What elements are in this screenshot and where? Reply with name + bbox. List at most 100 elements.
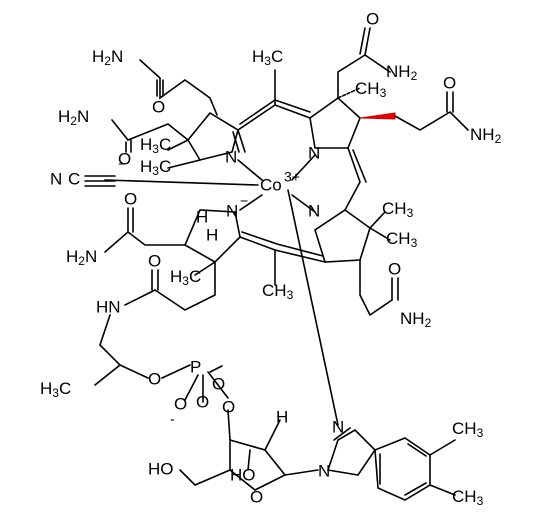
label-me-c12b: CH3 [386,229,418,250]
label-n-ring-a: N [225,147,237,166]
label-o-3: O [366,9,379,28]
bond-ribose-n [284,469,319,476]
bond-ring-d-chain [127,231,186,246]
label-propanol-o: O [148,369,161,388]
bond-ring-c-me [369,211,391,241]
bond-bz-ring5 [326,428,377,476]
bond-chain-b-co [125,139,132,153]
label-n-ring-c: N [308,201,320,220]
bond-co-cn [104,179,259,186]
bond-chain-right [394,110,469,131]
bond-chain-a [139,59,218,116]
label-amide-3: NH2 [386,62,418,83]
bond-ring-d [183,209,241,263]
label-me-c17: H3C [170,267,201,288]
bond-bridge-cd [239,236,326,263]
bond-bz-ring6 [374,437,431,501]
bond-ring-d-me [194,261,216,276]
bond-co-bz [287,189,339,426]
label-ribose-o: O [250,487,263,506]
bond-bz-me2 [429,484,456,496]
bond-bridge-cd-dbl [241,231,324,257]
bond-ring-c [314,209,371,263]
label-me-c12a: CH3 [382,199,414,220]
bond-co-n1 [237,159,263,181]
label-me-bz2: CH3 [452,487,484,508]
bond-ribose-ring [229,438,287,491]
bond-ribose-h [264,419,281,451]
label-me-bz1: CH3 [452,419,484,440]
bond-ring-b [309,96,361,149]
bond-co-n4 [291,194,316,213]
bond-chain-lower [154,261,216,311]
bond-ribose-link [227,409,231,441]
label-o-p2: O [196,392,209,411]
bond-bridge-bc [344,147,361,211]
bond-ring-b-nh2 [364,54,391,73]
bond-chain-lower-nh [124,289,156,306]
bond-bz-dbl5 [333,427,351,441]
label-n-ring-d-charge: − [240,193,248,209]
bond-ring-c-co [391,277,399,301]
label-amide-ring-d: H2N [66,247,97,268]
bond-chain-right-co [446,91,454,113]
label-ho-1: HO [148,459,174,478]
label-o-p-minus: O [174,394,187,413]
bond-ring-a-n-dbl [232,131,240,153]
bond-bz-dbl6 [379,443,427,496]
label-h-c18: H [206,225,218,244]
label-cyanide-c: C [68,169,80,188]
bond-p-o [184,371,229,403]
label-o-6: O [148,251,161,270]
label-cyanide-charge: − [118,156,126,172]
label-ho-2: HO [230,465,256,484]
label-cobalt: Co [260,175,282,194]
label-me-top: H3C [252,47,283,68]
bond-co-n2 [291,154,316,181]
label-me-c1a: H3C [140,135,171,156]
bond-cyanide [84,175,116,187]
bond-ring-b-me [337,87,361,99]
bond-bz-me1 [429,439,456,456]
label-bz-n1: N [332,417,344,436]
bond-ring-a-n [237,129,246,153]
label-nh-amide: HN [96,297,121,316]
label-me-prop: H3C [40,379,71,400]
bond-co-n3 [239,194,263,211]
label-o-1: O [152,97,165,116]
label-ribose-h: H [276,407,288,426]
bond-ring-c-chain [359,259,393,317]
label-o-p1: O [212,374,225,393]
label-me-c1b: H3C [140,157,171,178]
bond-ring-d-co [127,207,134,233]
label-n-ring-b: N [308,143,320,162]
bond-propanol [94,314,122,386]
bond-chain-lower-co [151,269,159,291]
label-amide-4: NH2 [470,125,502,146]
bond-o-p [161,364,191,379]
bond-ring-d-nh2 [104,231,129,253]
label-amide-6: NH2 [400,309,432,330]
label-o-4: O [443,73,456,92]
bond-ring-a-me [167,139,201,169]
label-me-c7: CH3 [355,79,387,100]
bond-chain-a-co [156,79,164,97]
label-ribose-o-link: O [222,397,235,416]
label-n-ring-d: N [226,201,238,220]
label-o-p-minus-charge: - [170,411,175,427]
bond-p-dbl [209,365,223,373]
bond-ring-b-chain [337,54,366,99]
bond-lines [84,27,469,501]
label-amide-2: H2N [58,107,89,128]
label-o-5: O [124,189,137,208]
bond-ribose-oh [247,449,251,471]
label-phosphorus: P [190,357,201,376]
label-me-c15: CH3 [262,281,294,302]
atom-labels: H2N H2N H2N NH2 NH2 NH2 O O O O O O O H3… [40,9,502,508]
label-bz-n3: N [318,461,330,480]
wedge-red [359,112,396,120]
label-amide-1: H2N [92,47,123,68]
label-cyanide-n: N [50,169,62,188]
bond-propanol-o [119,364,149,379]
